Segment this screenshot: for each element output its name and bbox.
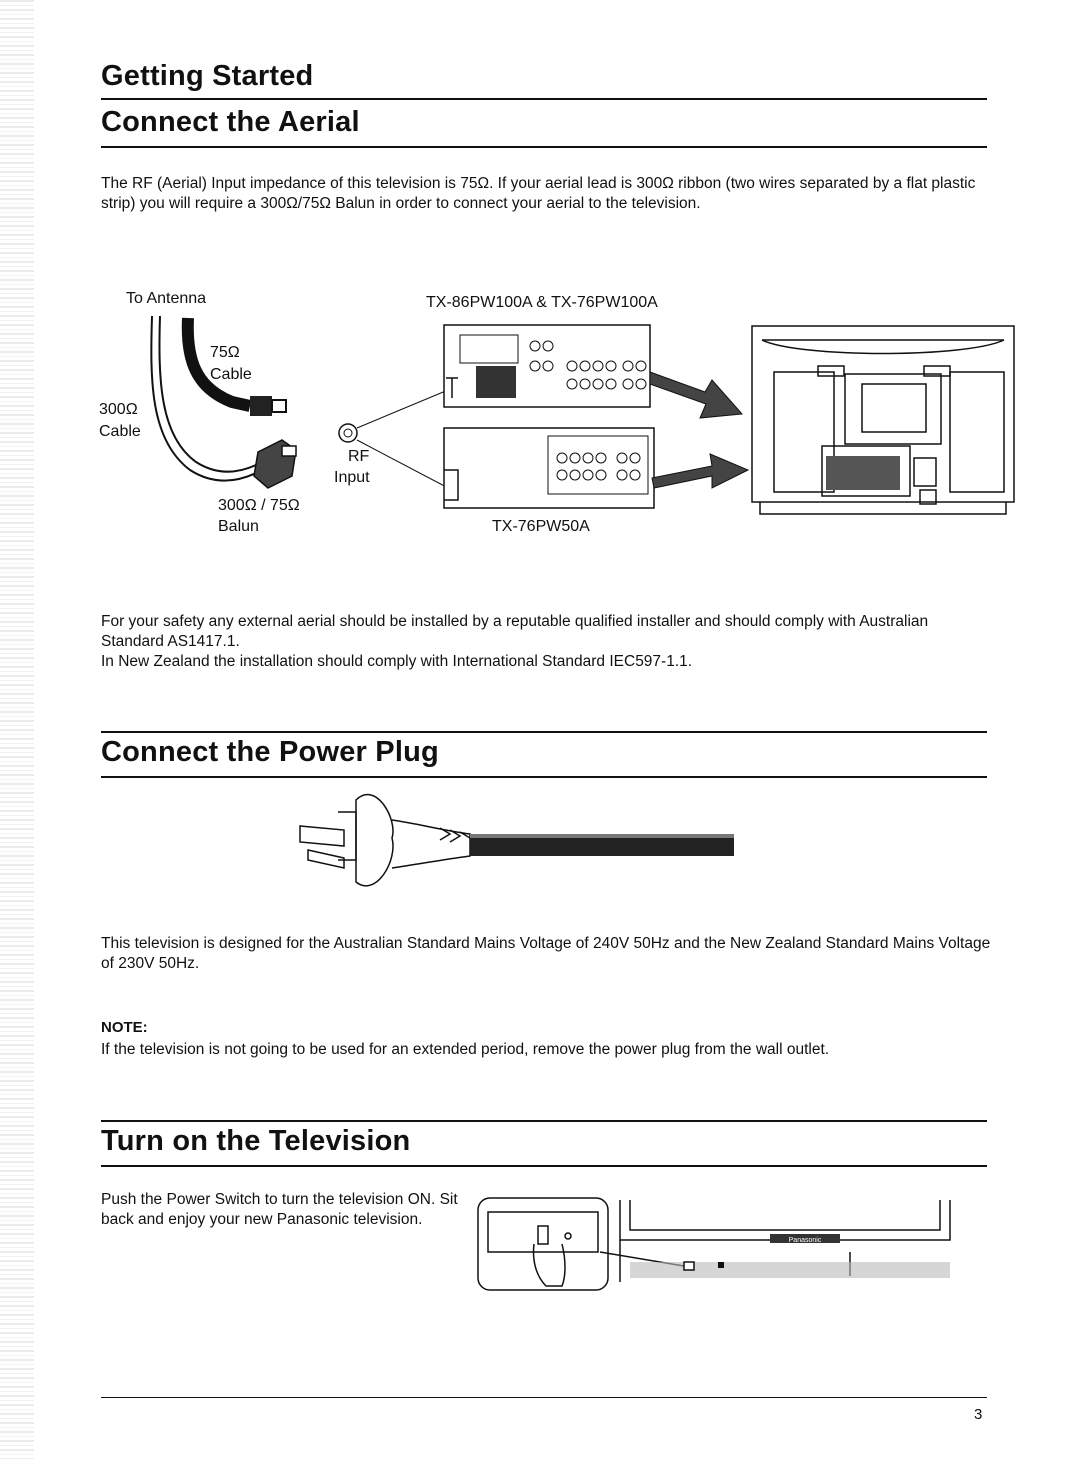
aerial-intro: The RF (Aerial) Input impedance of this …: [101, 175, 976, 212]
rf-socket-icon: [338, 423, 358, 443]
model-top-label: TX-86PW100A & TX-76PW100A: [426, 294, 658, 311]
section-title: Getting Started: [101, 60, 314, 92]
terminal-panel-top: [443, 324, 651, 408]
cable-300-line2: Cable: [99, 423, 141, 440]
tv-front-illustration: Panasonic: [477, 1197, 951, 1291]
ribbon-cable: [150, 315, 263, 482]
aerial-diagram: [150, 315, 1015, 515]
rf-line1: RF: [348, 448, 370, 465]
brand-logo: [770, 1234, 840, 1243]
model-bottom-label: TX-76PW50A: [492, 518, 590, 535]
scan-edge: [0, 0, 34, 1459]
cable-75-line2: Cable: [210, 366, 252, 383]
footer-rule: [101, 1397, 987, 1398]
aerial-title: Connect the Aerial: [101, 106, 360, 138]
turn-on-title: Turn on the Television: [101, 1125, 411, 1157]
power-plug-illustration: [299, 793, 734, 887]
note-label: NOTE:: [101, 1019, 148, 1036]
rule-power-top: [101, 731, 987, 733]
finger-icon: [532, 1243, 566, 1287]
to-antenna-label: To Antenna: [126, 290, 207, 307]
brand-logo-text: Panasonic: [789, 1237, 822, 1244]
safety-text-au: For your safety any external aerial shou…: [101, 613, 929, 650]
power-title: Connect the Power Plug: [101, 736, 439, 768]
cable-75-line1: 75Ω: [210, 344, 240, 361]
rule-turnon-top: [101, 1120, 987, 1122]
cable-300-line1: 300Ω: [99, 401, 138, 418]
power-switch-icon: [537, 1225, 549, 1245]
turn-on-text: Push the Power Switch to turn the televi…: [101, 1191, 458, 1228]
zoom-callout: [477, 1197, 609, 1291]
rule-turnon: [101, 1165, 987, 1167]
arrow-top-icon: [649, 371, 744, 419]
rf-line2: Input: [334, 469, 370, 486]
coax-cable: [181, 317, 287, 416]
tv-rear-illustration: [751, 325, 1015, 515]
voltage-text: This television is designed for the Aust…: [101, 935, 991, 972]
terminal-panel-bottom: [443, 427, 655, 509]
page-number: 3: [974, 1406, 983, 1423]
rule-section: [101, 98, 987, 100]
rule-power: [101, 776, 987, 778]
arrow-bottom-icon: [651, 453, 750, 489]
rule-aerial: [101, 146, 987, 148]
plug-icon: [299, 793, 471, 887]
safety-text-nz: In New Zealand the installation should c…: [101, 653, 693, 670]
balun-line2: Balun: [218, 518, 259, 535]
balun-icon: [253, 439, 297, 489]
note-text: If the television is not going to be use…: [101, 1041, 830, 1058]
balun-line1: 300Ω / 75Ω: [218, 497, 300, 514]
